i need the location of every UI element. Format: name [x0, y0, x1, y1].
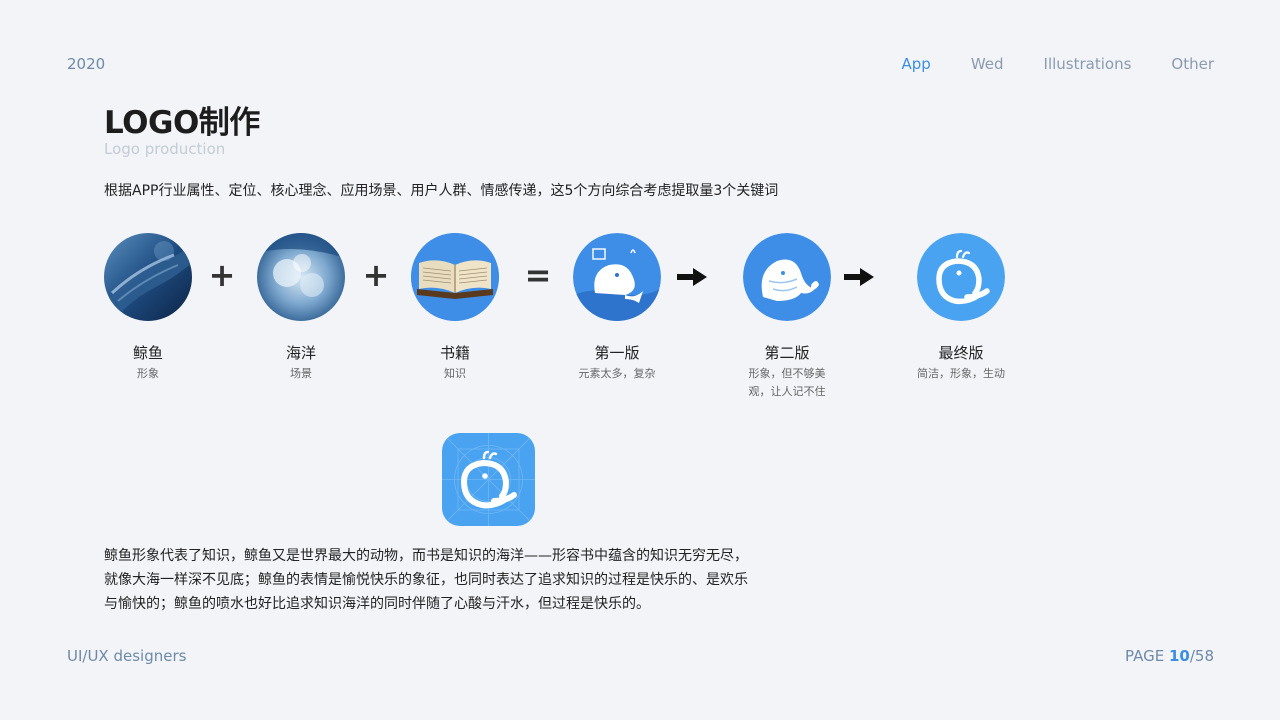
step-caption: 最终版 简洁，形象，生动 — [891, 343, 1031, 383]
description-paragraph: 鲸鱼形象代表了知识，鲸鱼又是世界最大的动物，而书是知识的海洋——形容书中蕴含的知… — [104, 544, 864, 616]
step-name: 最终版 — [938, 344, 984, 362]
ocean-photo — [257, 233, 345, 321]
whale-photo — [104, 233, 192, 321]
step-caption: 鲸鱼 形象 — [78, 343, 218, 383]
year-label: 2020 — [67, 55, 106, 73]
second-version-logo — [743, 233, 831, 321]
arrow-right-icon — [677, 268, 707, 286]
paragraph-line: 鲸鱼形象代表了知识，鲸鱼又是世界最大的动物，而书是知识的海洋——形容书中蕴含的知… — [104, 548, 748, 564]
page-label: PAGE — [1125, 647, 1165, 665]
step-caption: 第二版 形象，但不够美观，让人记不住 — [717, 343, 857, 401]
equals-operator: = — [524, 256, 552, 294]
page-current: 10 — [1168, 647, 1190, 665]
nav-illustrations[interactable]: Illustrations — [1043, 55, 1132, 73]
step-caption: 第一版 元素太多，复杂 — [547, 343, 687, 383]
intro-text: 根据APP行业属性、定位、核心理念、应用场景、用户人群、情感传递，这5个方向综合… — [104, 183, 779, 199]
final-version-logo — [917, 233, 1005, 321]
step-name: 鲸鱼 — [132, 344, 163, 362]
step-name: 书籍 — [439, 344, 470, 362]
book-icon — [411, 233, 499, 321]
paragraph-line: 就像大海一样深不见底；鲸鱼的表情是愉悦快乐的象征，也同时表达了追求知识的过程是快… — [104, 572, 748, 588]
plus-operator: + — [208, 256, 236, 294]
step-desc: 简洁，形象，生动 — [917, 367, 1005, 380]
page-indicator: PAGE 10/58 — [1125, 647, 1214, 665]
nav-wed[interactable]: Wed — [970, 55, 1004, 73]
step-name: 海洋 — [285, 344, 316, 362]
footer-credit: UI/UX designers — [67, 647, 187, 665]
step-desc: 形象 — [137, 367, 159, 380]
step-desc: 知识 — [444, 367, 466, 380]
nav-app[interactable]: App — [901, 55, 931, 73]
app-icon — [442, 433, 535, 526]
step-desc: 场景 — [290, 367, 312, 380]
top-nav: App Wed Illustrations Other — [902, 55, 1214, 73]
page-subtitle: Logo production — [104, 140, 226, 158]
plus-operator: + — [362, 256, 390, 294]
paragraph-line: 与愉快的；鲸鱼的喷水也好比追求知识海洋的同时伴随了心酸与汗水，但过程是快乐的。 — [104, 596, 650, 612]
step-caption: 海洋 场景 — [231, 343, 371, 383]
page-title: LOGO制作 — [104, 105, 260, 141]
nav-other[interactable]: Other — [1171, 55, 1214, 73]
step-caption: 书籍 知识 — [385, 343, 525, 383]
first-version-logo — [573, 233, 661, 321]
step-name: 第二版 — [764, 344, 810, 362]
step-desc: 形象，但不够美观，让人记不住 — [748, 367, 826, 398]
step-desc: 元素太多，复杂 — [578, 367, 656, 380]
step-name: 第一版 — [594, 344, 640, 362]
arrow-right-icon — [844, 268, 874, 286]
page-total: /58 — [1189, 647, 1214, 665]
